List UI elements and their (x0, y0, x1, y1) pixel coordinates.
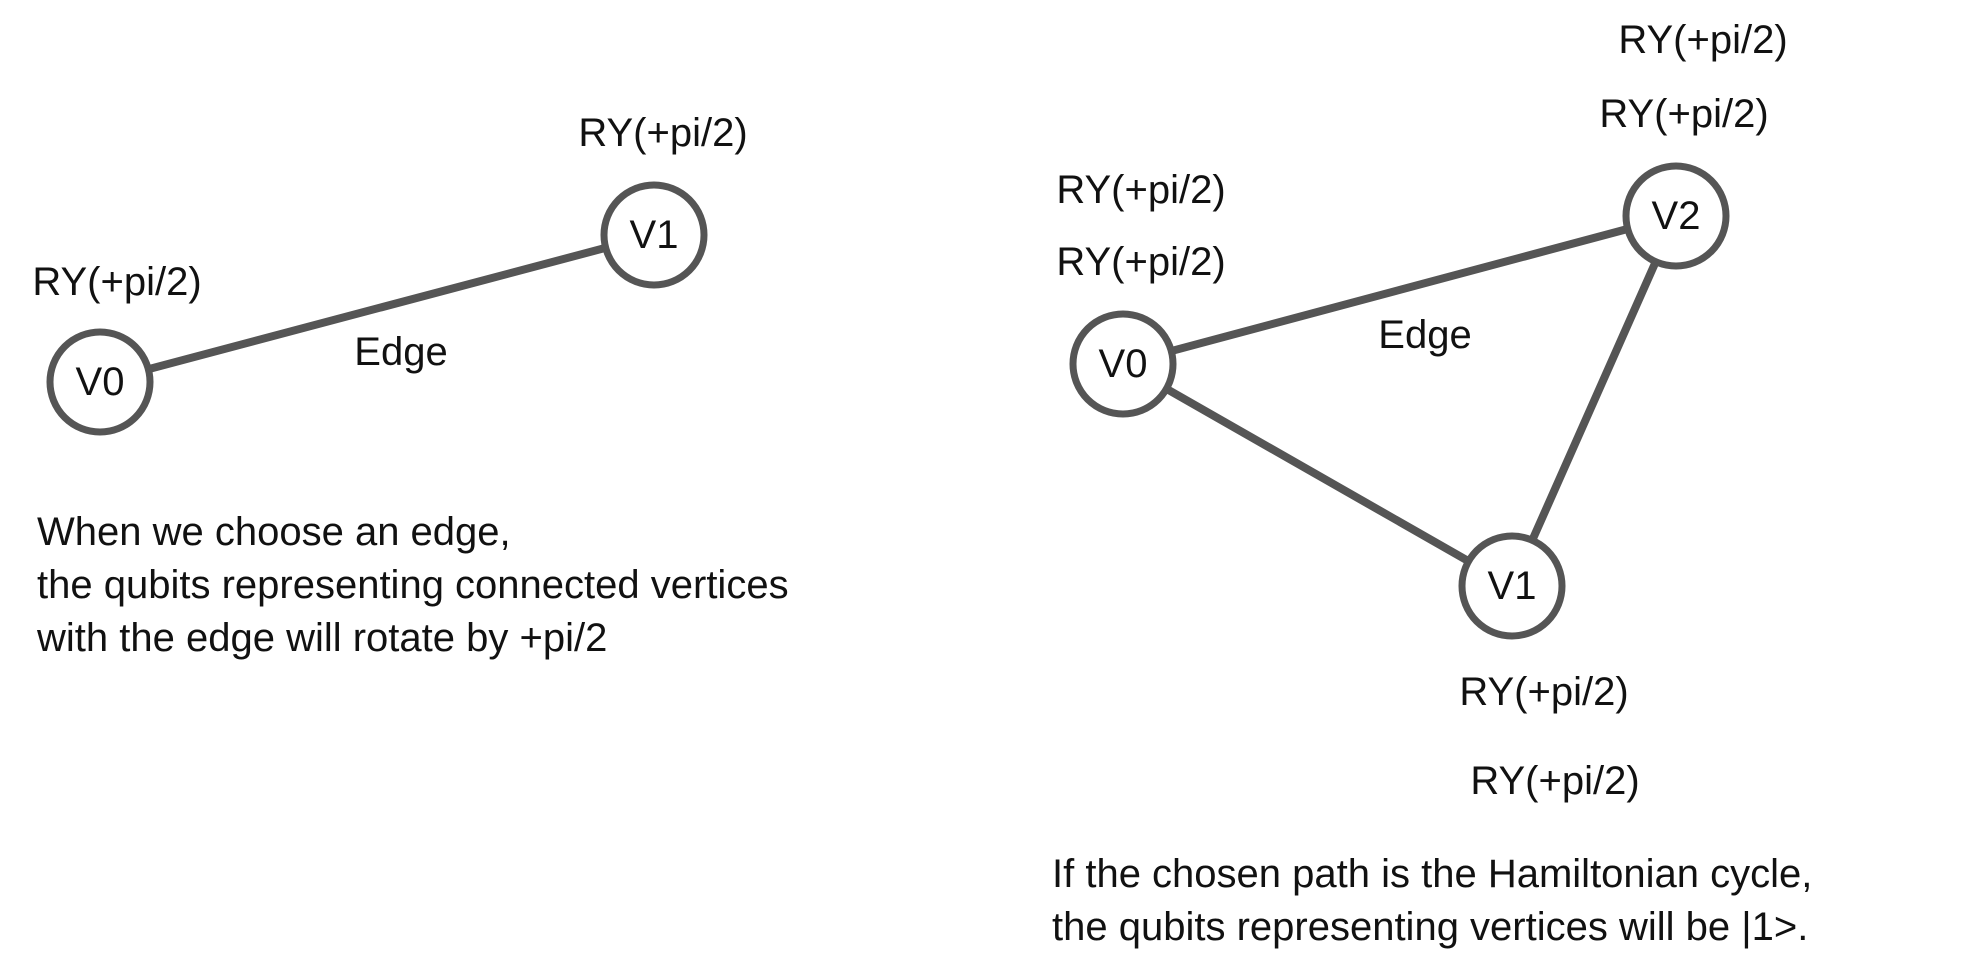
left-v0-gate-1: RY(+pi/2) (32, 260, 201, 304)
left-caption-line: with the edge will rotate by +pi/2 (37, 616, 608, 660)
left-edge-v0-v1 (96, 231, 658, 386)
left-vertex-v0 (46, 328, 154, 436)
right-caption: If the chosen path is the Hamiltonian cy… (1052, 848, 1812, 954)
right-edge-v1-v2 (1508, 212, 1680, 590)
left-caption: When we choose an edge, the qubits repre… (37, 506, 789, 665)
left-vertex-v0-label: V0 (76, 360, 125, 404)
left-caption-line: the qubits representing connected vertic… (37, 563, 789, 607)
right-v2-gate-1: RY(+pi/2) (1618, 18, 1787, 62)
right-caption-line: If the chosen path is the Hamiltonian cy… (1052, 852, 1813, 896)
right-v2-gate-2: RY(+pi/2) (1599, 92, 1768, 136)
right-graph: Edge V0 RY(+pi/2) RY(+pi/2) V1 RY(+pi/2)… (1056, 18, 1787, 803)
right-vertex-v0 (1069, 310, 1177, 418)
right-edge-label: Edge (1378, 313, 1471, 357)
left-v1-gate-1: RY(+pi/2) (578, 111, 747, 155)
right-v1-gate-2: RY(+pi/2) (1470, 759, 1639, 803)
right-edge-v0-v1 (1119, 360, 1516, 590)
right-vertex-v1 (1458, 532, 1566, 640)
left-vertex-v1-label: V1 (630, 213, 679, 257)
right-caption-line: the qubits representing vertices will be… (1052, 905, 1809, 949)
right-edge-v0-v2 (1119, 212, 1680, 368)
left-caption-line: When we choose an edge, (37, 510, 511, 554)
right-vertex-v2-label: V2 (1652, 194, 1701, 238)
right-vertex-v2 (1622, 162, 1730, 270)
right-vertex-v1-label: V1 (1488, 564, 1537, 608)
right-v1-gate-1: RY(+pi/2) (1459, 670, 1628, 714)
right-v0-gate-2: RY(+pi/2) (1056, 240, 1225, 284)
left-vertex-v1 (600, 181, 708, 289)
right-vertex-v0-label: V0 (1099, 342, 1148, 386)
right-v0-gate-1: RY(+pi/2) (1056, 168, 1225, 212)
left-edge-label: Edge (354, 330, 447, 374)
left-graph: Edge V0 RY(+pi/2) V1 RY(+pi/2) (32, 111, 748, 436)
